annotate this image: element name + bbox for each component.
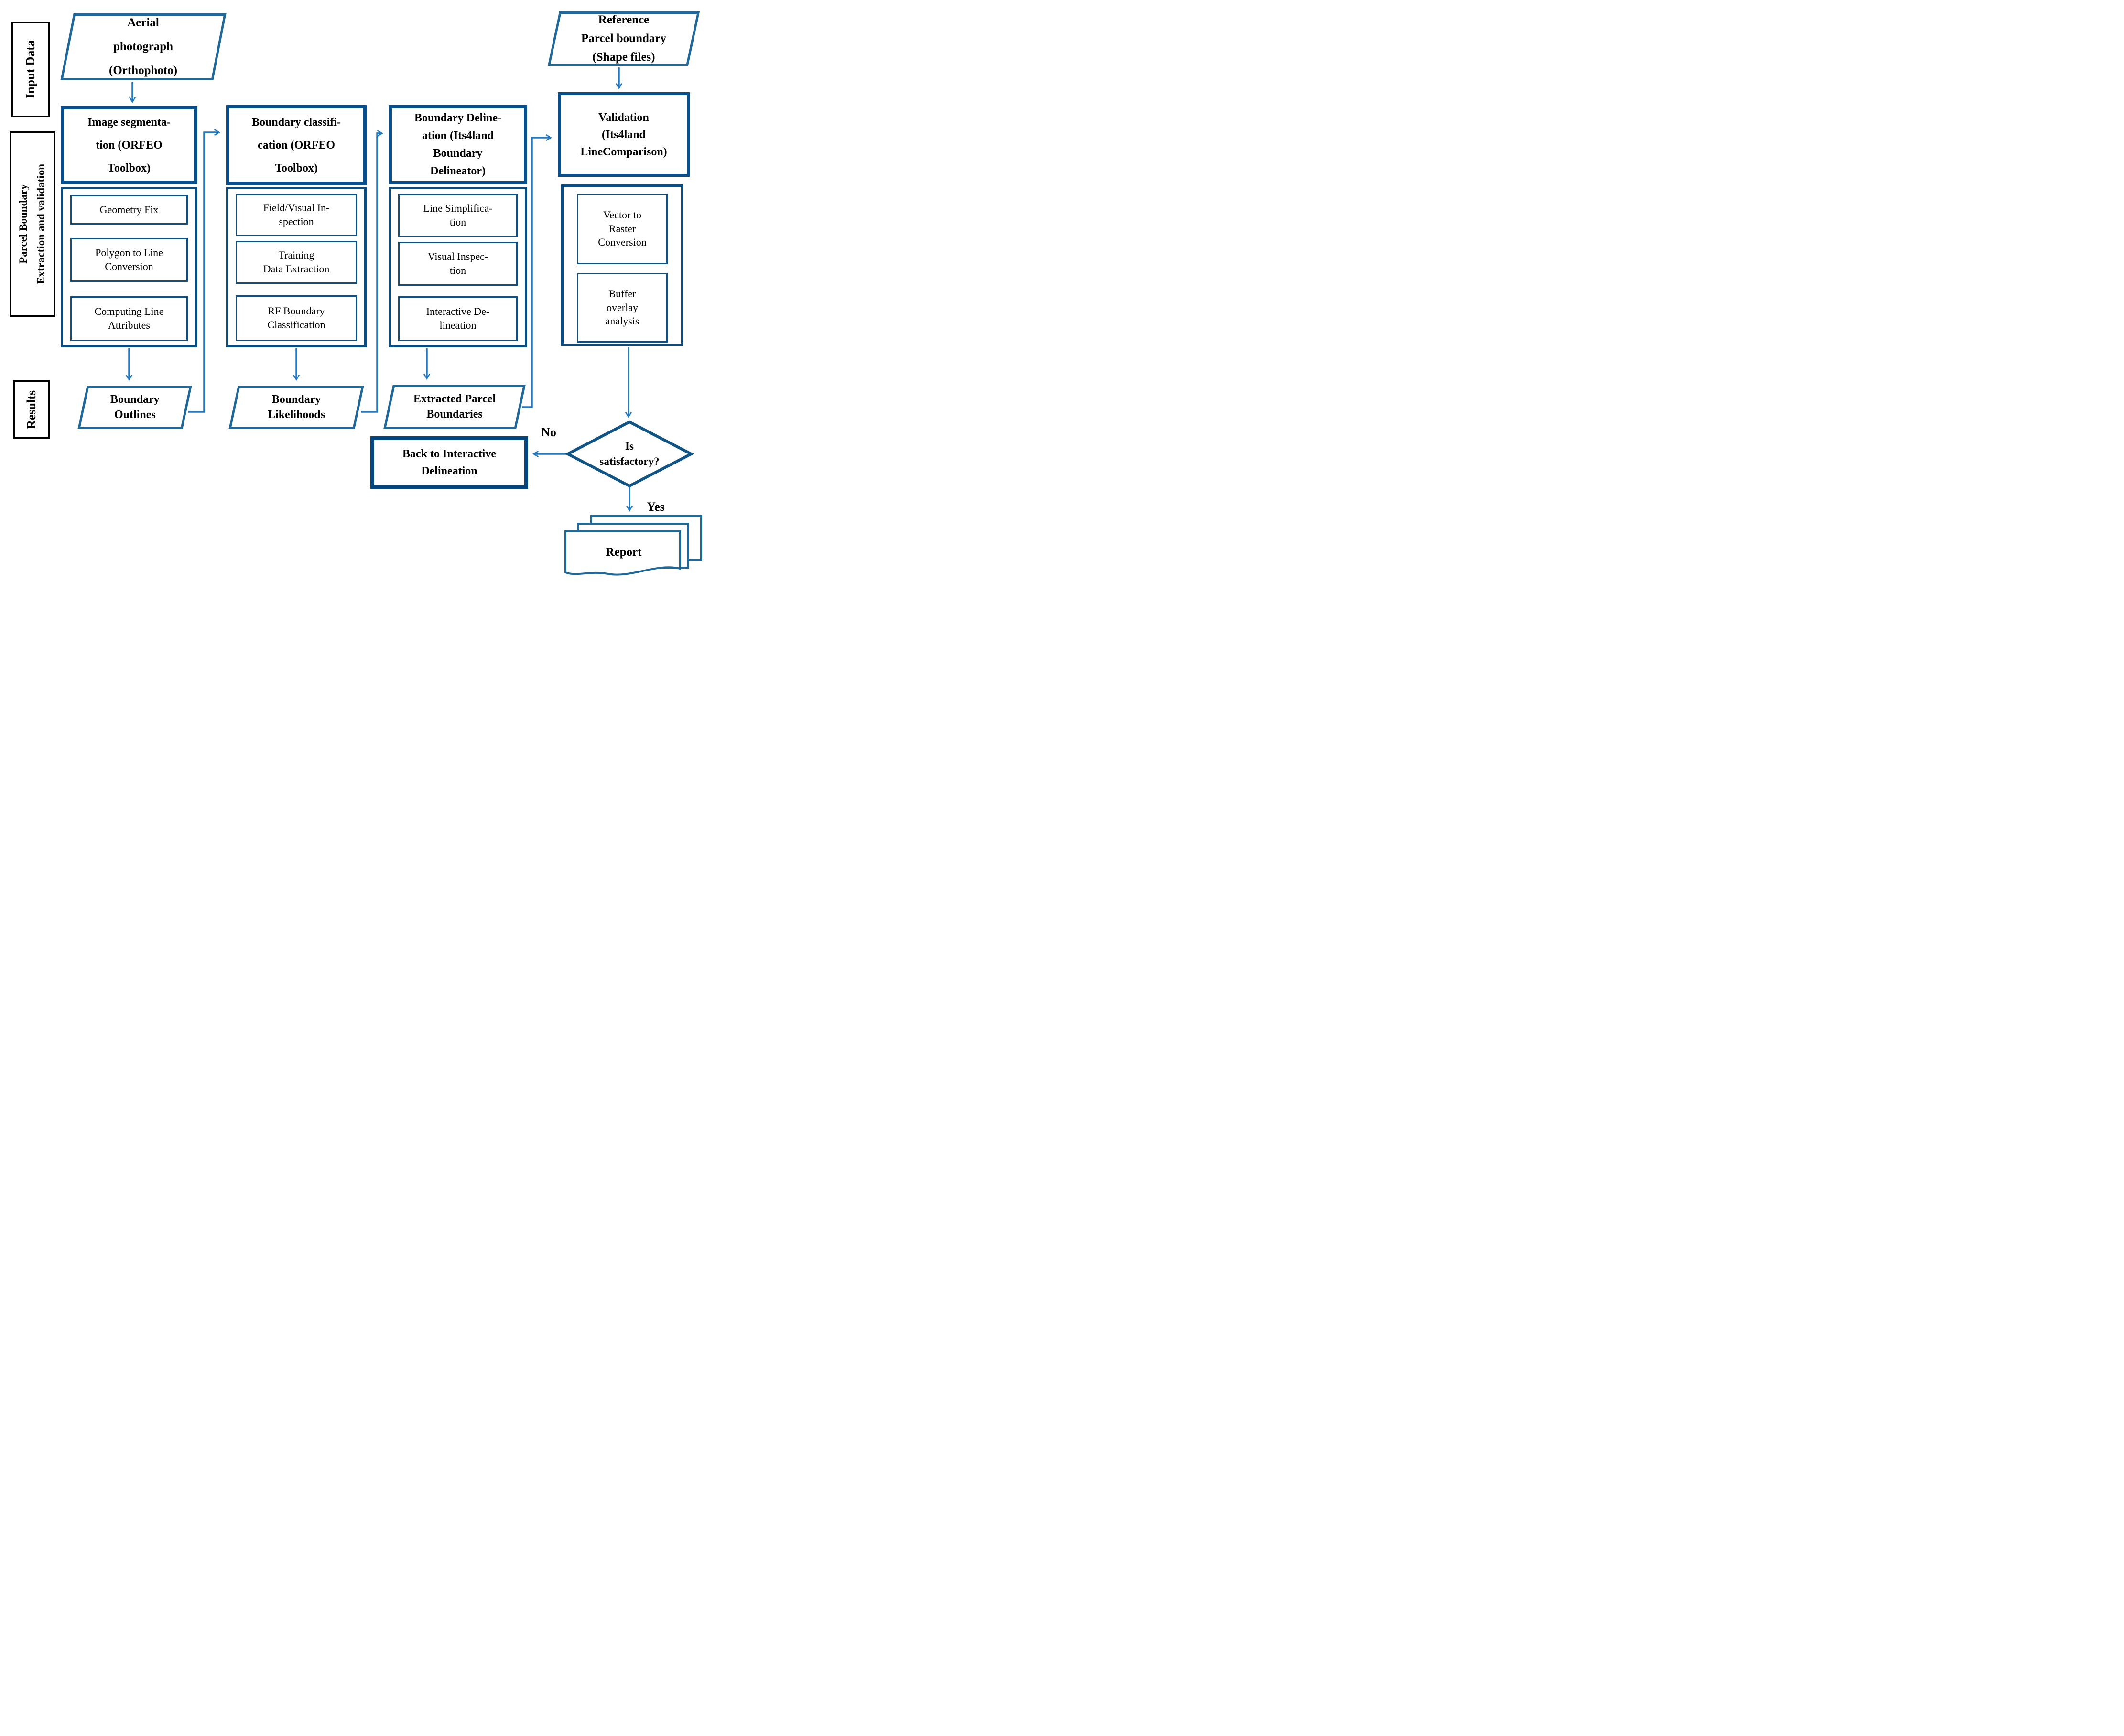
loopback-box-text: Back to Interactive Delineation xyxy=(402,448,496,477)
step-line-simplification: Line Simplifica- tion xyxy=(398,194,518,237)
step-visual-inspection: Visual Inspec- tion xyxy=(398,242,518,286)
step-training-data-extraction-text: Training Data Extraction xyxy=(263,249,330,275)
result-boundary-likelihoods: Boundary Likelihoods xyxy=(228,386,364,429)
step-buffer-overlay-analysis-text: Buffer overlay analysis xyxy=(605,288,639,327)
step-computing-line-attributes-text: Computing Line Attributes xyxy=(94,305,164,331)
input-reference-parcel-boundary-text: Reference Parcel boundary (Shape files) xyxy=(581,13,666,64)
step-interactive-delineation-text: Interactive De- lineation xyxy=(426,305,490,331)
step-visual-inspection-text: Visual Inspec- tion xyxy=(427,250,488,276)
steps-container-segmentation: Geometry Fix Polygon to Line Conversion … xyxy=(61,187,197,347)
result-boundary-likelihoods-text: Boundary Likelihoods xyxy=(267,393,325,421)
result-boundary-outlines: Boundary Outlines xyxy=(77,386,192,429)
result-extracted-parcel-boundaries: Extracted Parcel Boundaries xyxy=(383,385,526,429)
process-boundary-delineation-text: Boundary Deline- ation (Its4land Boundar… xyxy=(414,111,501,178)
process-boundary-delineation: Boundary Deline- ation (Its4land Boundar… xyxy=(389,105,527,184)
step-computing-line-attributes: Computing Line Attributes xyxy=(70,296,188,341)
side-label-input-data: Input Data xyxy=(11,22,50,117)
connector-boundary-likelihoods-to-delineation xyxy=(361,133,382,413)
steps-container-classification: Field/Visual In- spection Training Data … xyxy=(226,187,367,347)
report-document-icon xyxy=(564,515,702,576)
decision-diamond-shape xyxy=(564,420,694,488)
step-rf-boundary-classification-text: RF Boundary Classification xyxy=(267,305,325,331)
step-vector-to-raster: Vector to Raster Conversion xyxy=(577,194,668,264)
connector-boundary-outlines-to-classification xyxy=(188,132,219,413)
step-geometry-fix: Geometry Fix xyxy=(70,195,188,225)
step-line-simplification-text: Line Simplifica- tion xyxy=(423,202,493,228)
step-polygon-to-line-text: Polygon to Line Conversion xyxy=(95,247,163,272)
steps-container-validation: Vector to Raster Conversion Buffer overl… xyxy=(561,184,683,346)
decision-yes-label: Yes xyxy=(647,500,665,514)
step-vector-to-raster-text: Vector to Raster Conversion xyxy=(598,209,647,248)
side-label-results: Results xyxy=(13,380,50,439)
side-label-input-data-text: Input Data xyxy=(23,40,37,99)
step-polygon-to-line: Polygon to Line Conversion xyxy=(70,238,188,282)
process-validation-text: Validation (Its4land LineComparison) xyxy=(580,111,667,158)
flowchart-parcel-boundary-workflow: Input Data Parcel Boundary Extraction an… xyxy=(0,0,708,579)
input-aerial-photograph-text: Aerial photograph (Orthophoto) xyxy=(109,16,178,77)
decision-no-label: No xyxy=(541,425,556,439)
result-boundary-outlines-text: Boundary Outlines xyxy=(110,393,160,421)
side-label-extraction: Parcel Boundary Extraction and validatio… xyxy=(10,131,55,317)
input-reference-parcel-boundary: Reference Parcel boundary (Shape files) xyxy=(547,11,700,66)
input-aerial-photograph: Aerial photograph (Orthophoto) xyxy=(60,13,227,80)
report-label: Report xyxy=(574,539,674,566)
connector-layer xyxy=(0,67,702,576)
step-geometry-fix-text: Geometry Fix xyxy=(99,203,159,216)
step-rf-boundary-classification: RF Boundary Classification xyxy=(236,295,357,341)
connector-extracted-boundaries-to-validation xyxy=(522,138,551,408)
decision-diamond-label: Is satisfactory? xyxy=(572,434,687,474)
report-label-text: Report xyxy=(606,546,642,559)
result-extracted-parcel-boundaries-text: Extracted Parcel Boundaries xyxy=(413,393,496,421)
side-label-results-text: Results xyxy=(24,390,38,429)
step-field-visual-inspection-text: Field/Visual In- spection xyxy=(263,202,330,227)
loopback-box: Back to Interactive Delineation xyxy=(370,436,528,489)
process-image-segmentation: Image segmenta- tion (ORFEO Toolbox) xyxy=(61,106,197,184)
step-training-data-extraction: Training Data Extraction xyxy=(236,241,357,284)
step-buffer-overlay-analysis: Buffer overlay analysis xyxy=(577,273,668,343)
process-boundary-classification-text: Boundary classifi- cation (ORFEO Toolbox… xyxy=(251,116,341,174)
steps-container-delineation: Line Simplifica- tion Visual Inspec- tio… xyxy=(389,187,527,347)
side-label-extraction-text: Parcel Boundary Extraction and validatio… xyxy=(17,164,47,284)
decision-diamond-label-text: Is satisfactory? xyxy=(599,440,660,467)
process-validation: Validation (Its4land LineComparison) xyxy=(558,92,690,177)
step-interactive-delineation: Interactive De- lineation xyxy=(398,296,518,341)
step-field-visual-inspection: Field/Visual In- spection xyxy=(236,194,357,236)
process-boundary-classification: Boundary classifi- cation (ORFEO Toolbox… xyxy=(226,105,367,185)
process-image-segmentation-text: Image segmenta- tion (ORFEO Toolbox) xyxy=(87,116,171,174)
